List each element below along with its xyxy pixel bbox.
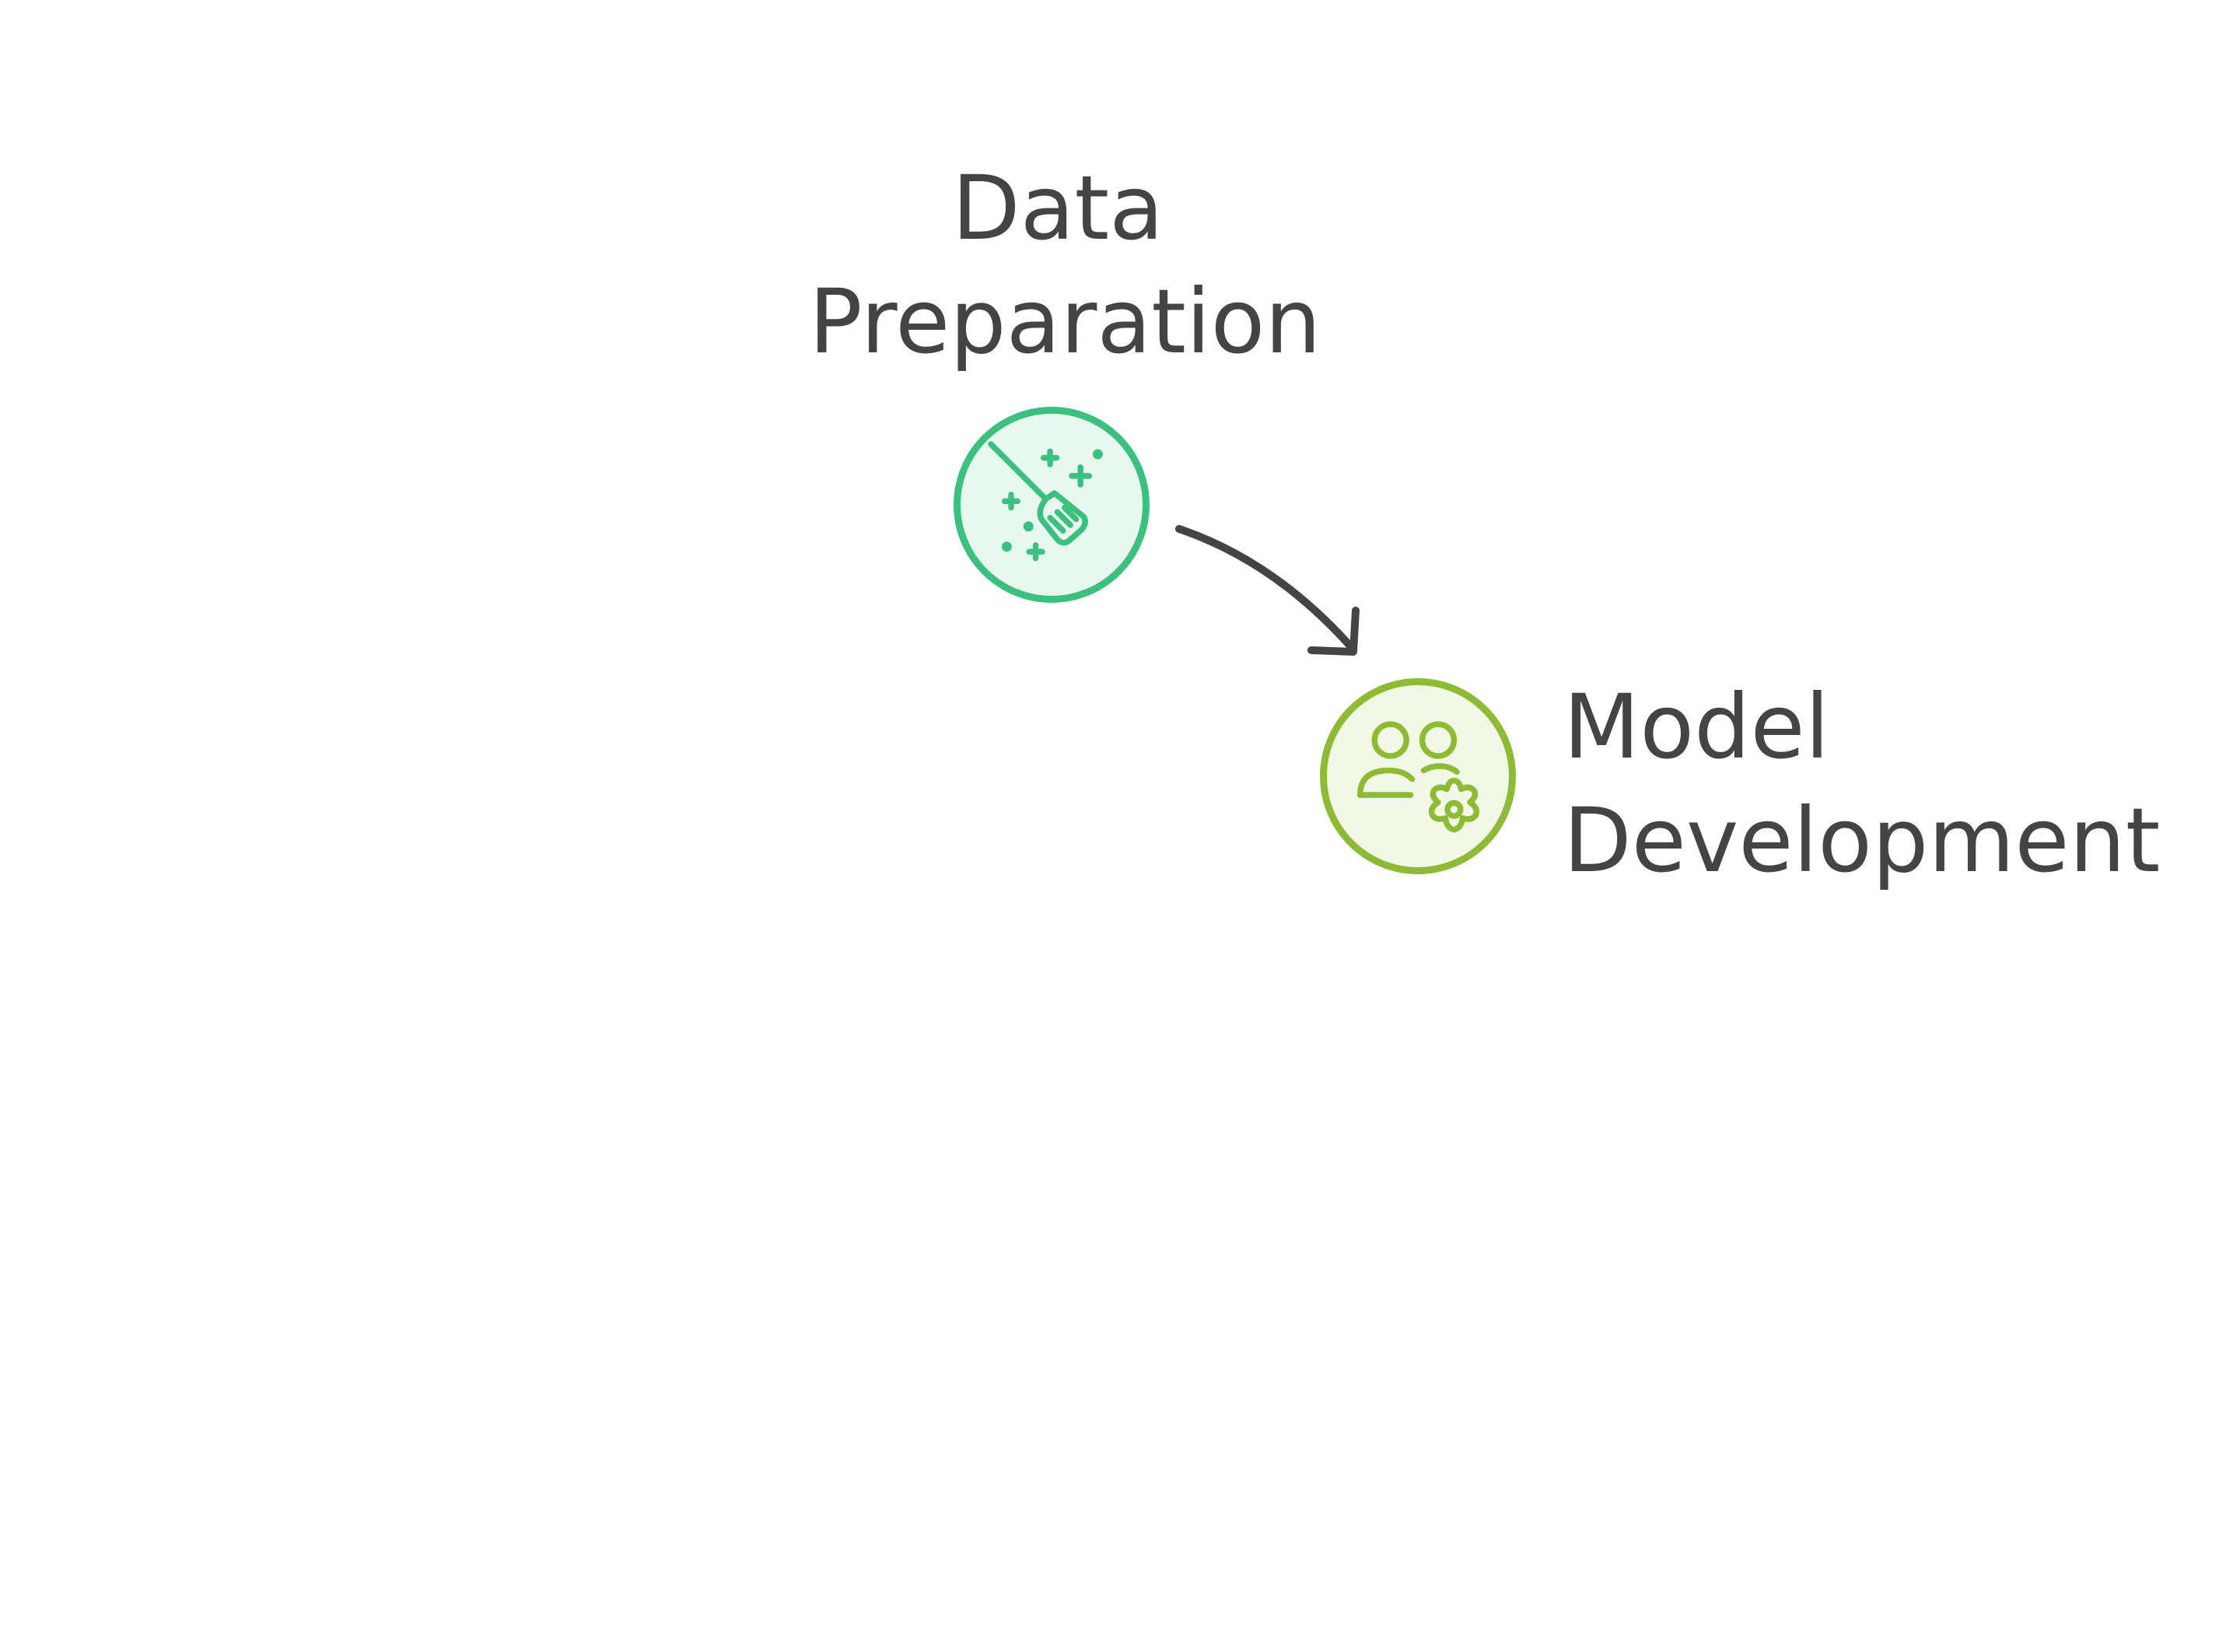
model-development-label-line-2: Development	[1563, 789, 2161, 892]
model-development-label: Model Development	[1563, 670, 2160, 898]
data-preparation-label: Data Preparation	[809, 152, 1321, 379]
broom-sparkles-icon	[988, 441, 1103, 562]
model-development-label-line-1: Model	[1563, 675, 1830, 779]
model-development-node	[1320, 678, 1516, 874]
team-gear-icon	[1357, 721, 1479, 833]
data-preparation-label-line-1: Data	[951, 156, 1164, 260]
data-preparation-label-line-2: Preparation	[809, 270, 1321, 373]
data-preparation-node	[954, 407, 1150, 603]
